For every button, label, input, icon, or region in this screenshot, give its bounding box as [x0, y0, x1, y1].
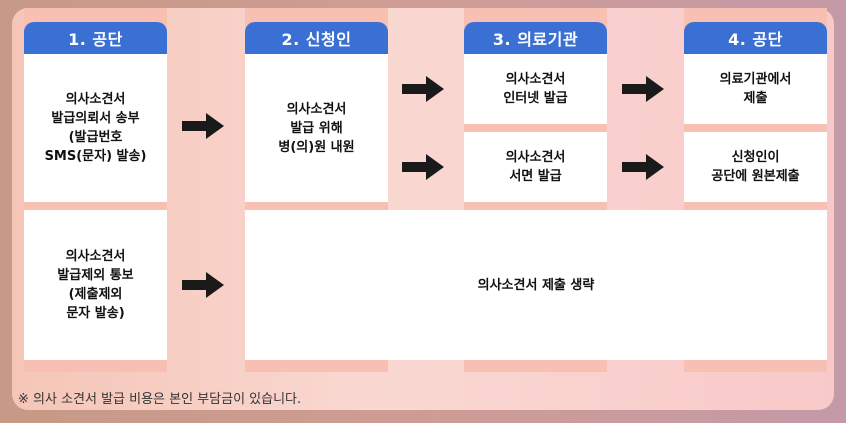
step3-paper-box: 의사소견서 서면 발급: [464, 132, 607, 202]
step3-internet-box: 의사소견서 인터넷 발급: [464, 54, 607, 124]
arrow-icon: [402, 154, 444, 180]
arrow-icon: [622, 76, 664, 102]
arrow-icon: [402, 76, 444, 102]
header-step-3: 3. 의료기관: [464, 22, 607, 54]
arrow-icon: [622, 154, 664, 180]
omit-submission-box: 의사소견서 제출 생략: [245, 210, 827, 360]
header-step-2: 2. 신청인: [245, 22, 388, 54]
cost-note: ※ 의사 소견서 발급 비용은 본인 부담금이 있습니다.: [18, 392, 302, 407]
step1-exclusion-box: 의사소견서 발급제외 통보 (제출제외 문자 발송): [24, 210, 167, 360]
header-step-1: 1. 공단: [24, 22, 167, 54]
header-step-4: 4. 공단: [684, 22, 827, 54]
step4-clinic-submit-box: 의료기관에서 제출: [684, 54, 827, 124]
arrow-icon: [182, 113, 224, 139]
flow-panel: 1. 공단 2. 신청인 3. 의료기관 4. 공단 의사소견서 발급의뢰서 송…: [12, 8, 834, 410]
step2-visit-box: 의사소견서 발급 위해 병(의)원 내원: [245, 54, 388, 202]
step4-applicant-submit-box: 신청인이 공단에 원본제출: [684, 132, 827, 202]
step1-send-request-box: 의사소견서 발급의뢰서 송부 (발급번호 SMS(문자) 발송): [24, 54, 167, 202]
arrow-icon: [182, 272, 224, 298]
